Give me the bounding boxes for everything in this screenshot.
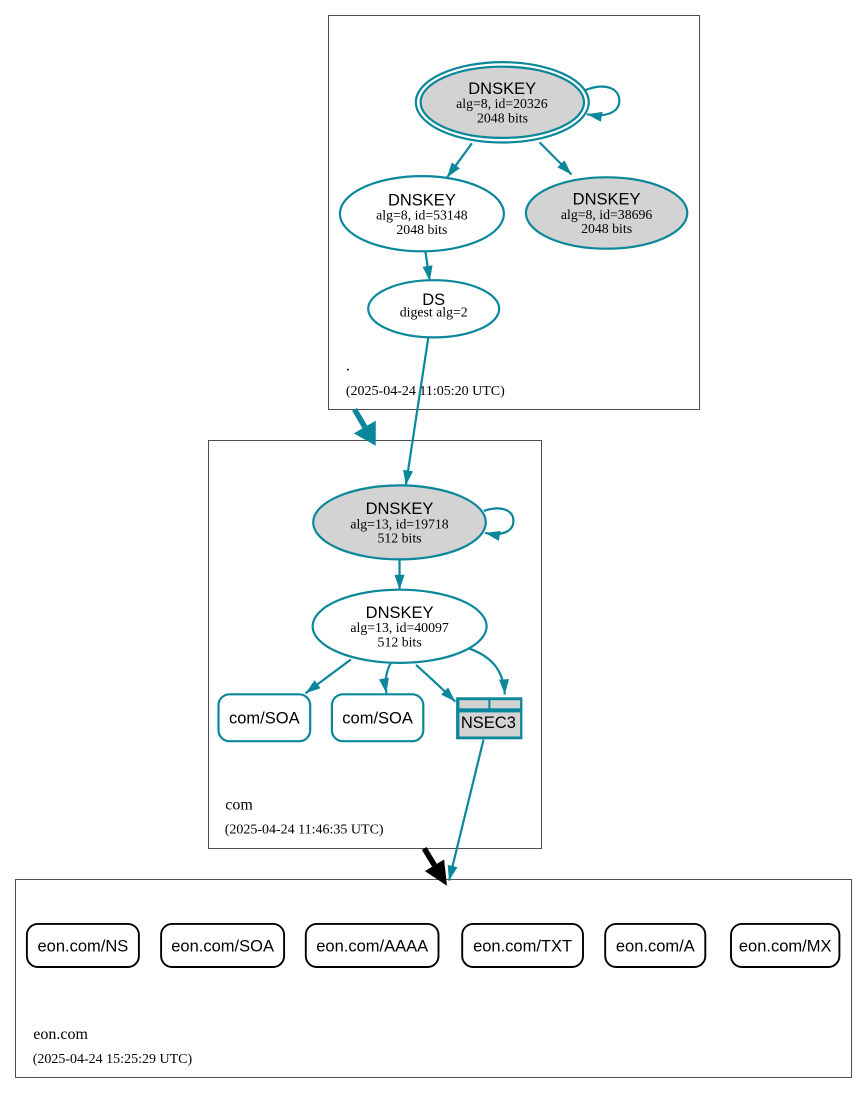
svg-text:DNSKEY: DNSKEY	[468, 80, 536, 98]
svg-text:alg=8, id=53148: alg=8, id=53148	[376, 208, 468, 223]
svg-text:512 bits: 512 bits	[378, 634, 422, 649]
svg-text:eon.com: eon.com	[33, 1026, 88, 1043]
svg-text:(2025-04-24 11:46:35 UTC): (2025-04-24 11:46:35 UTC)	[225, 822, 384, 837]
svg-text:alg=13, id=19718: alg=13, id=19718	[350, 516, 448, 531]
svg-text:com/SOA: com/SOA	[342, 709, 413, 727]
svg-text:512 bits: 512 bits	[377, 531, 421, 546]
svg-text:(2025-04-24 11:05:20 UTC): (2025-04-24 11:05:20 UTC)	[346, 384, 505, 399]
svg-text:2048 bits: 2048 bits	[581, 221, 632, 236]
svg-text:com/SOA: com/SOA	[229, 709, 300, 727]
svg-text:(2025-04-24 15:25:29 UTC): (2025-04-24 15:25:29 UTC)	[33, 1052, 193, 1067]
svg-text:alg=8, id=20326: alg=8, id=20326	[456, 96, 548, 111]
svg-text:DNSKEY: DNSKEY	[573, 191, 641, 209]
svg-text:DNSKEY: DNSKEY	[388, 191, 456, 209]
svg-text:com: com	[225, 797, 253, 814]
svg-text:NSEC3: NSEC3	[461, 714, 516, 732]
svg-text:eon.com/NS: eon.com/NS	[38, 937, 129, 955]
svg-text:alg=13, id=40097: alg=13, id=40097	[350, 620, 448, 635]
svg-text:eon.com/SOA: eon.com/SOA	[171, 937, 274, 955]
svg-text:eon.com/MX: eon.com/MX	[739, 937, 832, 955]
svg-text:DNSKEY: DNSKEY	[366, 604, 434, 622]
svg-text:eon.com/TXT: eon.com/TXT	[473, 937, 572, 955]
svg-text:eon.com/AAAA: eon.com/AAAA	[316, 937, 428, 955]
svg-text:eon.com/A: eon.com/A	[616, 937, 695, 955]
svg-text:DS: DS	[422, 291, 445, 309]
svg-text:DNSKEY: DNSKEY	[366, 500, 434, 518]
svg-text:.: .	[346, 357, 350, 374]
svg-text:alg=8, id=38696: alg=8, id=38696	[561, 207, 653, 222]
svg-text:digest alg=2: digest alg=2	[400, 305, 468, 320]
svg-text:2048 bits: 2048 bits	[477, 110, 528, 125]
svg-text:2048 bits: 2048 bits	[396, 222, 447, 237]
